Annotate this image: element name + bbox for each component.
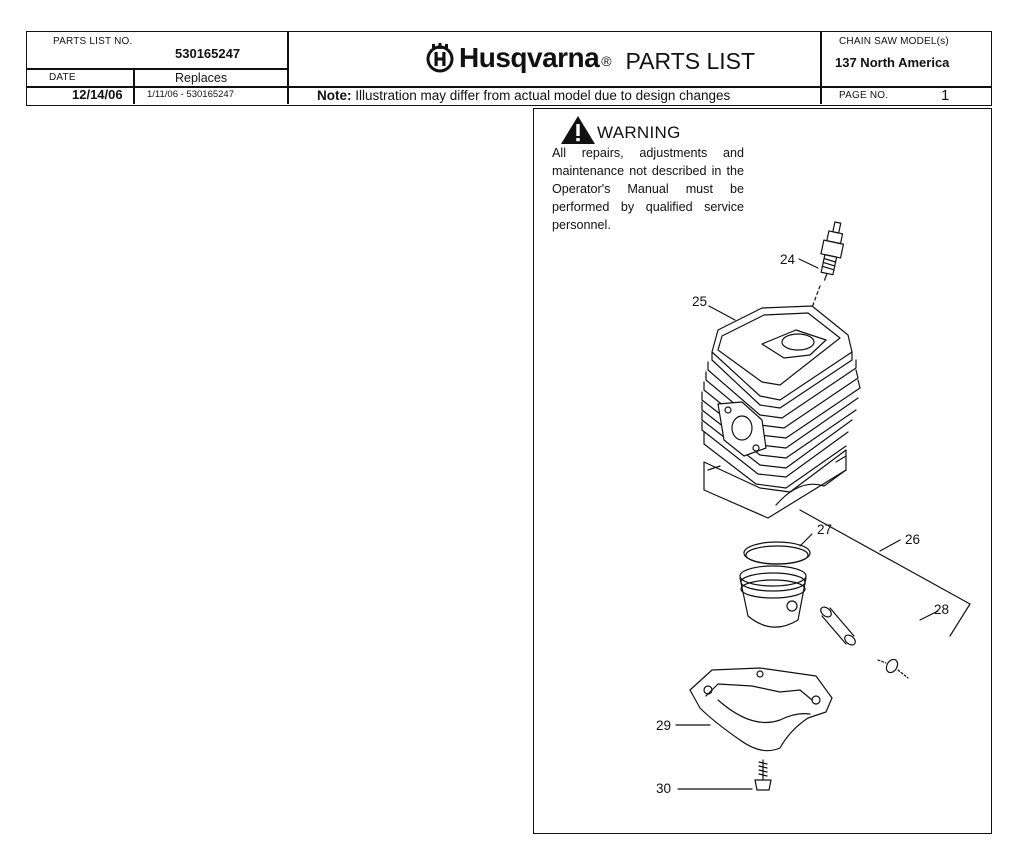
replaces-value: 1/11/06 - 530165247: [147, 89, 234, 100]
callout-28: 28: [934, 602, 950, 617]
warning-triangle-icon: [561, 116, 595, 144]
callout-bracket-26: [799, 509, 971, 637]
callout-26: 26: [905, 532, 921, 547]
page-no-label: PAGE NO.: [839, 90, 889, 101]
parts-list-no-label: PARTS LIST NO.: [53, 36, 133, 47]
date-value: 12/14/06: [72, 87, 123, 102]
illustration-panel: WARNING All repairs, adjustments and mai…: [533, 108, 992, 834]
piston-ring: [743, 541, 811, 565]
callout-30: 30: [656, 781, 672, 796]
crankcase-cover: [689, 667, 833, 752]
replaces-label: Replaces: [175, 71, 228, 85]
model-label: CHAIN SAW MODEL(s): [839, 36, 949, 47]
callout-24: 24: [780, 252, 796, 267]
callout-leader-27: [799, 533, 813, 547]
brand-logo: Husqvarna ® PARTS LIST: [425, 38, 755, 78]
callout-leader-24: [798, 258, 819, 269]
callout-27: 27: [817, 522, 833, 537]
warning-text: All repairs, adjustments and maintenance…: [552, 146, 744, 232]
brand-name: Husqvarna: [459, 42, 600, 73]
warning-title: WARNING: [597, 123, 681, 142]
circlip: [877, 658, 909, 679]
callout-leader-28: [919, 610, 939, 621]
date-label: DATE: [49, 72, 76, 83]
piston-pin: [820, 606, 856, 646]
callout-25: 25: [692, 294, 708, 309]
page-no-value: 1: [941, 87, 950, 104]
callout-leader-26: [879, 539, 901, 552]
note-label: Note:: [317, 88, 352, 103]
callout-29: 29: [656, 718, 672, 733]
note: Note: Illustration may differ from actua…: [317, 88, 730, 103]
callout-leader-25: [708, 305, 736, 321]
piston: [739, 565, 807, 628]
document-title: PARTS LIST: [625, 47, 756, 74]
cylinder: [701, 305, 861, 519]
parts-list-header: PARTS LIST NO. 530165247 DATE 12/14/06 R…: [26, 31, 992, 106]
model-value: 137 North America: [835, 55, 950, 70]
parts-list-number: 530165247: [175, 46, 241, 61]
husqvarna-crown-icon: [426, 43, 454, 73]
spark-plug: [820, 221, 845, 281]
note-text: Illustration may differ from actual mode…: [355, 88, 731, 103]
registered-mark: ®: [601, 53, 612, 69]
screw: [754, 759, 772, 791]
